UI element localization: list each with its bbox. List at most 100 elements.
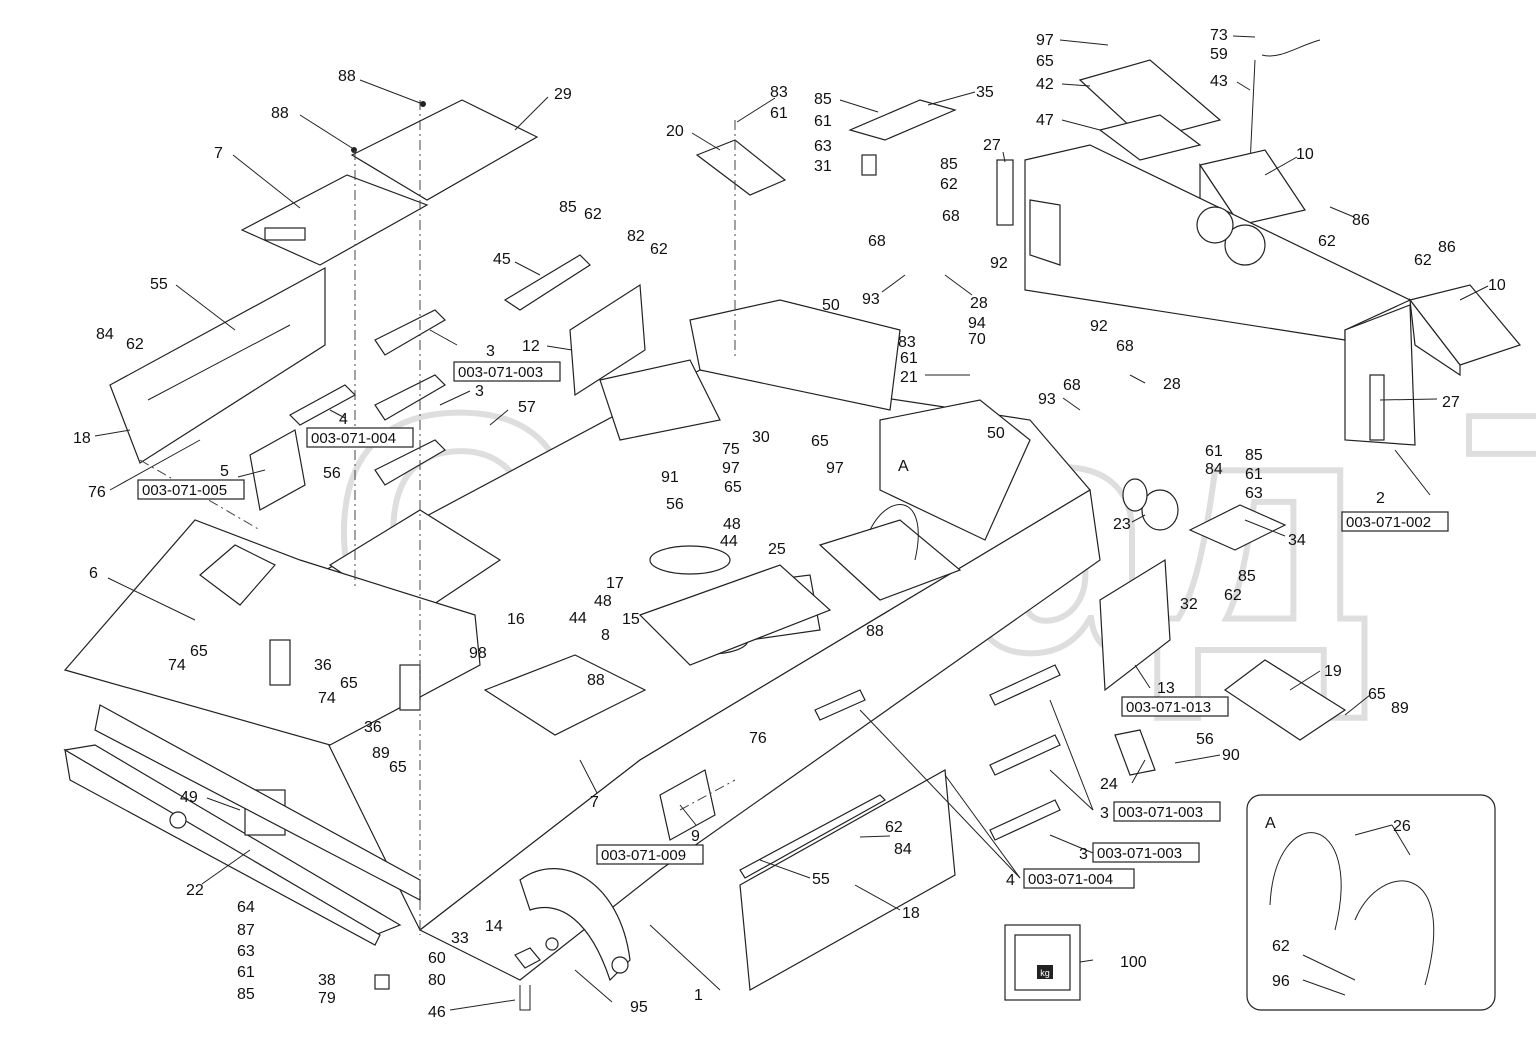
- callout-87: 87: [237, 922, 255, 939]
- callout-10: 10: [1296, 146, 1314, 163]
- callout-9: 9: [691, 828, 700, 845]
- callout-3: 3: [486, 343, 495, 360]
- callout-88: 88: [587, 672, 605, 689]
- cover-plate-20: [695, 139, 787, 196]
- guard-3b: [374, 374, 446, 421]
- callout-45: 45: [493, 251, 511, 268]
- callout-68: 68: [1116, 338, 1134, 355]
- main-frame: [259, 299, 1101, 981]
- callout-4: 4: [1006, 872, 1015, 889]
- callout-62: 62: [650, 241, 668, 258]
- callout-65: 65: [190, 643, 208, 660]
- callout-65: 65: [389, 759, 407, 776]
- callout-labels: 88 29 88 7 83 61 20 85 61 63 31 35 85 62…: [73, 27, 1506, 1021]
- leader-lines: [94, 35, 1489, 1011]
- callout-92: 92: [1090, 318, 1108, 335]
- callout-85: 85: [559, 199, 577, 216]
- callout-65: 65: [724, 479, 742, 496]
- callout-62: 62: [126, 336, 144, 353]
- callout-84: 84: [1205, 461, 1223, 478]
- callout-10: 10: [1488, 277, 1506, 294]
- callout-a: A: [898, 458, 909, 475]
- callout-74: 74: [168, 657, 186, 674]
- callout-93: 93: [862, 291, 880, 308]
- callout-63: 63: [814, 138, 832, 155]
- callout-68: 68: [868, 233, 886, 250]
- plate-42: [1078, 59, 1222, 161]
- callout-26: 26: [1393, 818, 1411, 835]
- guards-right: [814, 664, 1061, 841]
- callout-62: 62: [1224, 587, 1242, 604]
- callout-36: 36: [364, 719, 382, 736]
- hardware-bottom: [374, 937, 559, 1011]
- callout-70: 70: [968, 331, 986, 348]
- callout-80: 80: [428, 972, 446, 989]
- callout-28: 28: [970, 295, 988, 312]
- code-003-071-013: 003-071-013: [1126, 699, 1211, 716]
- bracket-36a: [269, 639, 291, 686]
- callout-42: 42: [1036, 76, 1054, 93]
- callout-93: 93: [1038, 391, 1056, 408]
- callout-64: 64: [237, 899, 255, 916]
- callout-62: 62: [1318, 233, 1336, 250]
- callout-74: 74: [318, 690, 336, 707]
- callout-14: 14: [485, 918, 503, 935]
- callout-55: 55: [150, 276, 168, 293]
- dipstick-43: [1249, 39, 1321, 166]
- callout-6: 6: [89, 565, 98, 582]
- guard-3a: [374, 309, 446, 356]
- callout-23: 23: [1113, 516, 1131, 533]
- callout-18: 18: [73, 430, 91, 447]
- callout-61: 61: [770, 105, 788, 122]
- callout-13: 13: [1157, 680, 1175, 697]
- callout-84: 84: [894, 841, 912, 858]
- callout-3: 3: [475, 383, 484, 400]
- callout-33: 33: [451, 930, 469, 947]
- callout-27: 27: [1442, 394, 1460, 411]
- callout-8: 8: [601, 627, 610, 644]
- code-003-071-004: 003-071-004: [311, 430, 396, 447]
- callout-56: 56: [666, 496, 684, 513]
- cover-6: [63, 519, 481, 746]
- weight-sign-100: kg: [1004, 924, 1081, 1001]
- callout-62: 62: [940, 176, 958, 193]
- callout-83: 83: [898, 334, 916, 351]
- callout-55: 55: [812, 871, 830, 888]
- callout-44: 44: [569, 610, 587, 627]
- callout-30: 30: [752, 429, 770, 446]
- callout-2: 2: [1376, 490, 1385, 507]
- plate-19: [1223, 659, 1347, 741]
- callout-20: 20: [666, 123, 684, 140]
- callout-61: 61: [1245, 466, 1263, 483]
- fender-1: [519, 868, 631, 982]
- callout-88: 88: [271, 105, 289, 122]
- callout-62: 62: [885, 819, 903, 836]
- callout-83: 83: [770, 84, 788, 101]
- callout-62: 62: [584, 206, 602, 223]
- callout-89: 89: [1391, 700, 1409, 717]
- callout-68: 68: [942, 208, 960, 225]
- callout-95: 95: [630, 999, 648, 1016]
- callout-90: 90: [1222, 747, 1240, 764]
- callout-a-detail: A: [1265, 815, 1276, 832]
- top-cover-plate-29: [350, 99, 539, 201]
- top-cover-plate-7: [240, 174, 429, 266]
- callout-24: 24: [1100, 776, 1118, 793]
- callout-91: 91: [661, 469, 679, 486]
- callout-84: 84: [96, 326, 114, 343]
- callout-65: 65: [1368, 686, 1386, 703]
- assembly-codes: 003-071-003 003-071-004 003-071-005 003-…: [137, 361, 1449, 889]
- callout-96: 96: [1272, 973, 1290, 990]
- callout-46: 46: [428, 1004, 446, 1021]
- svg-text:kg: kg: [1040, 968, 1050, 978]
- callout-7: 7: [214, 145, 223, 162]
- callout-76: 76: [88, 484, 106, 501]
- callout-48: 48: [594, 593, 612, 610]
- callout-68: 68: [1063, 377, 1081, 394]
- callout-60: 60: [428, 950, 446, 967]
- detail-box-a: [1246, 794, 1496, 1011]
- callout-62: 62: [1272, 938, 1290, 955]
- callout-88: 88: [866, 623, 884, 640]
- grille-12: [569, 283, 646, 397]
